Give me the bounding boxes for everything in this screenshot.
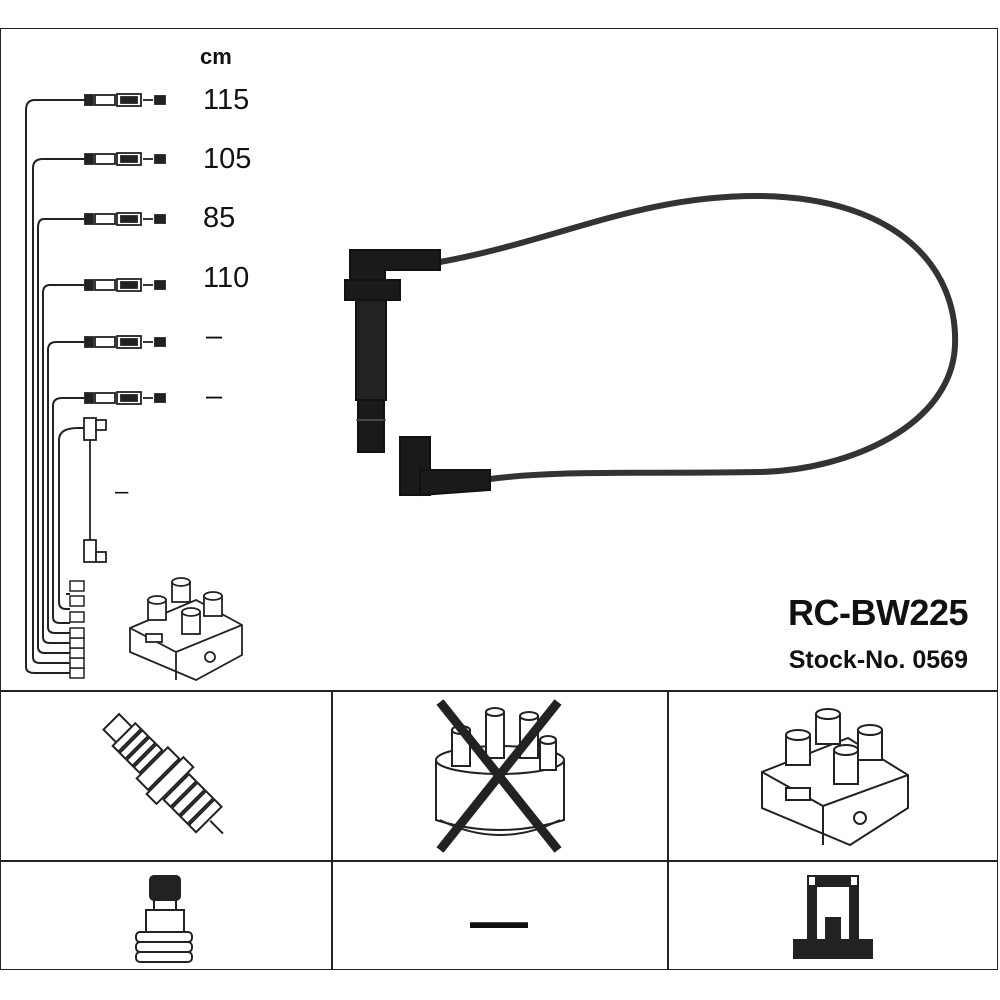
short-cable-length: –	[115, 478, 129, 505]
distributor-cap-crossed-icon	[435, 699, 565, 853]
middle-bottom-value: —	[470, 889, 528, 954]
cable-length-6: –	[206, 380, 223, 412]
cable-length-2: 105	[203, 143, 252, 175]
ignition-coil-icon	[761, 708, 909, 847]
spark-plug-icon	[102, 712, 224, 835]
plug-connector-icon	[135, 875, 193, 963]
unit-label: cm	[200, 44, 232, 69]
short-cable	[83, 417, 107, 563]
cable-length-1: 115	[203, 84, 250, 116]
cable-length-4: 110	[203, 262, 250, 294]
grid-divider-left	[331, 690, 333, 970]
main-cable	[344, 192, 959, 497]
coil-connector-icon	[793, 875, 873, 959]
cable-length-3: 85	[203, 202, 236, 234]
stock-number: Stock-No. 0569	[788, 646, 968, 674]
diagram-frame	[0, 28, 998, 970]
grid-divider-right	[667, 690, 669, 970]
cable-length-5: –	[206, 320, 223, 352]
cable-row-plugs	[84, 93, 166, 405]
grid-divider-middle	[0, 860, 998, 862]
harness-end-connectors	[69, 580, 85, 679]
harness-wires	[25, 99, 85, 674]
harness-coil-icon	[129, 577, 243, 681]
grid-divider-top	[0, 690, 998, 692]
product-model: RC-BW225	[787, 592, 969, 633]
